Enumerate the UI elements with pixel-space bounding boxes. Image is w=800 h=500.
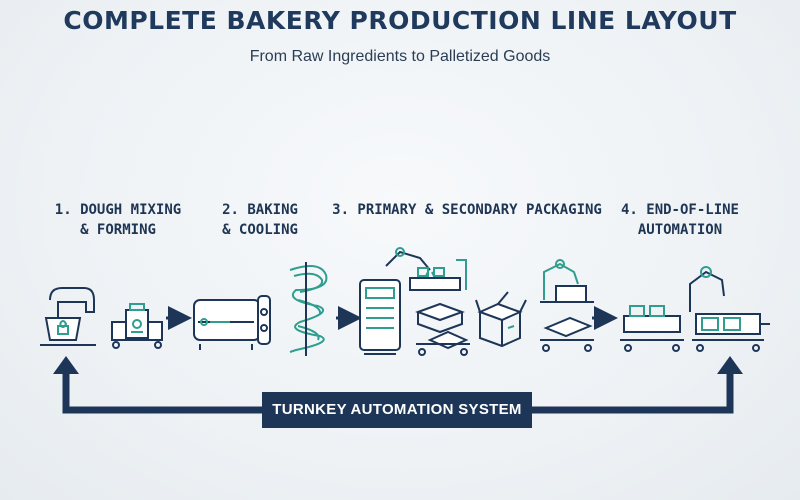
dough-forming-machine-icon: [111, 303, 163, 349]
packaging-robot-icon: [385, 247, 467, 291]
open-carton-icon: [475, 291, 527, 348]
stage-2-line1: 2. BAKING: [222, 202, 298, 218]
case-packing-robot-icon: [540, 259, 594, 303]
stage-2-label: 2. BAKING & COOLING: [205, 200, 315, 240]
stage-4-line2: AUTOMATION: [637, 222, 723, 238]
stage-4-line1: 4. END-OF-LINE: [620, 202, 739, 218]
loop-arrowhead-left: [53, 356, 79, 374]
box-conveyor-icon: [415, 302, 470, 356]
palletizer-robot-icon: [689, 266, 770, 352]
stage-2-line2: & COOLING: [222, 222, 298, 238]
stand-mixer-icon: [40, 287, 96, 346]
stage-3-label: 3. PRIMARY & SECONDARY PACKAGING: [332, 200, 602, 220]
diagram-subtitle: From Raw Ingredients to Palletized Goods: [249, 48, 551, 65]
pallet-conveyor-icon: [540, 316, 594, 352]
tunnel-oven-icon: [193, 295, 271, 350]
stage-1-label: 1. DOUGH MIXING & FORMING: [48, 200, 188, 240]
loop-arrowhead-right: [717, 356, 743, 374]
control-panel-icon: [359, 279, 401, 355]
stage-1-line2: & FORMING: [80, 222, 156, 238]
turnkey-banner: TURNKEY AUTOMATION SYSTEM: [262, 392, 532, 428]
end-of-line-conveyor-icon: [620, 305, 684, 352]
diagram-title: COMPLETE BAKERY PRODUCTION LINE LAYOUT: [63, 6, 737, 35]
stage-3-line1: 3. PRIMARY & SECONDARY PACKAGING: [332, 202, 602, 218]
spiral-cooler-icon: [289, 262, 328, 356]
stage-4-label: 4. END-OF-LINE AUTOMATION: [615, 200, 745, 240]
stage-1-line1: 1. DOUGH MIXING: [54, 202, 182, 218]
